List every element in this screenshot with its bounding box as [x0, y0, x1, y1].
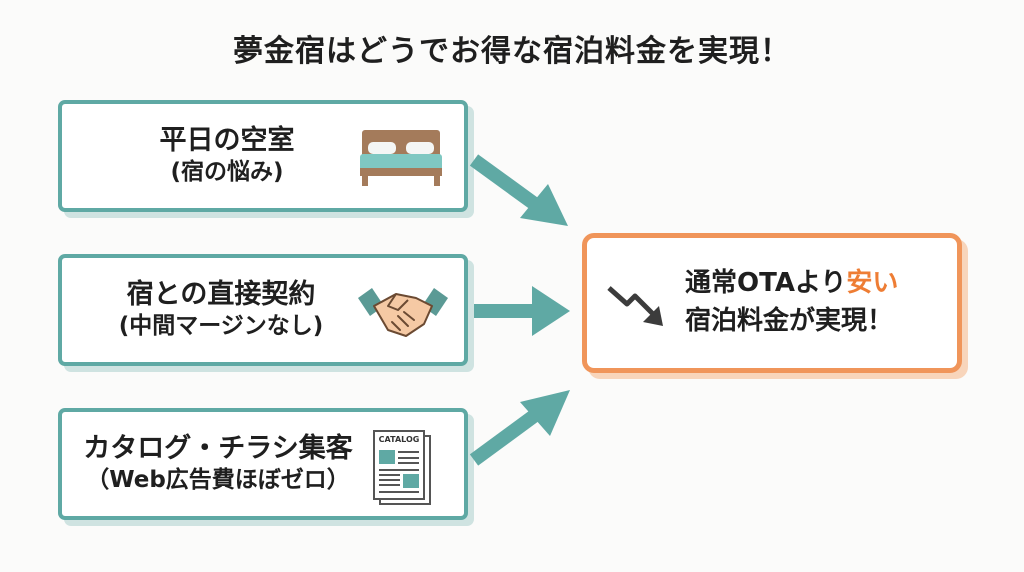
arrow-top	[469, 154, 568, 226]
result-line-1: 通常OTAより安い	[685, 265, 898, 303]
result-line-1-prefix: 通常OTAより	[685, 268, 847, 299]
arrow-middle	[474, 286, 570, 336]
box-sub-text: (宿の悩み)	[170, 159, 284, 186]
box-main-text: カタログ・チラシ集客	[83, 432, 353, 464]
box-direct-contract: 宿との直接契約 (中間マージンなし)	[58, 254, 468, 366]
result-box: 通常OTAより安い 宿泊料金が実現！	[582, 233, 962, 373]
bed-icon	[360, 130, 442, 186]
catalog-label: CATALOG	[379, 435, 420, 444]
price-down-arrow-icon	[607, 286, 663, 326]
box-weekday-vacancy: 平日の空室 (宿の悩み)	[58, 100, 468, 212]
box-sub-text: （Web広告費ほぼゼロ）	[86, 467, 350, 494]
box-sub-text: (中間マージンなし)	[118, 313, 324, 340]
result-accent-text: 安い	[846, 268, 899, 299]
box-main-text: 宿との直接契約	[126, 278, 316, 310]
box-main-text: 平日の空室	[159, 124, 295, 156]
box-catalog-flyer: カタログ・チラシ集客 （Web広告費ほぼゼロ） CATALOG	[58, 408, 468, 520]
result-line-2: 宿泊料金が実現！	[685, 306, 894, 336]
arrow-bottom	[469, 390, 570, 466]
handshake-icon	[358, 288, 448, 337]
page-title: 夢金宿はどうでお得な宿泊料金を実現！	[233, 34, 791, 69]
catalog-icon: CATALOG	[373, 430, 431, 505]
